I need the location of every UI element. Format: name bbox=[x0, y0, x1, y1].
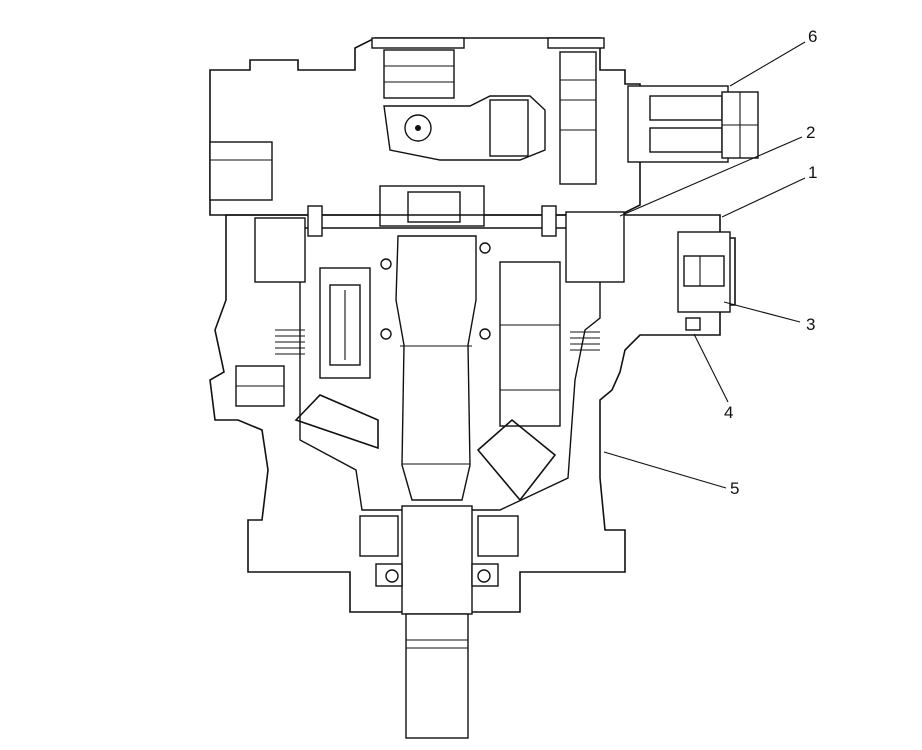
spring-right bbox=[570, 331, 600, 351]
callout-3: 3 bbox=[806, 315, 815, 334]
callout-leaders bbox=[603, 41, 806, 489]
pump-housing bbox=[209, 214, 736, 613]
solenoid-valve bbox=[627, 85, 759, 163]
spring-left bbox=[275, 329, 305, 355]
callout-5: 5 bbox=[730, 479, 739, 498]
pump-head bbox=[209, 37, 641, 227]
callout-4: 4 bbox=[724, 403, 733, 422]
callout-2: 2 bbox=[806, 123, 815, 142]
drive-shaft bbox=[359, 235, 519, 739]
callout-1: 1 bbox=[808, 163, 817, 182]
callout-6: 6 bbox=[808, 27, 817, 46]
